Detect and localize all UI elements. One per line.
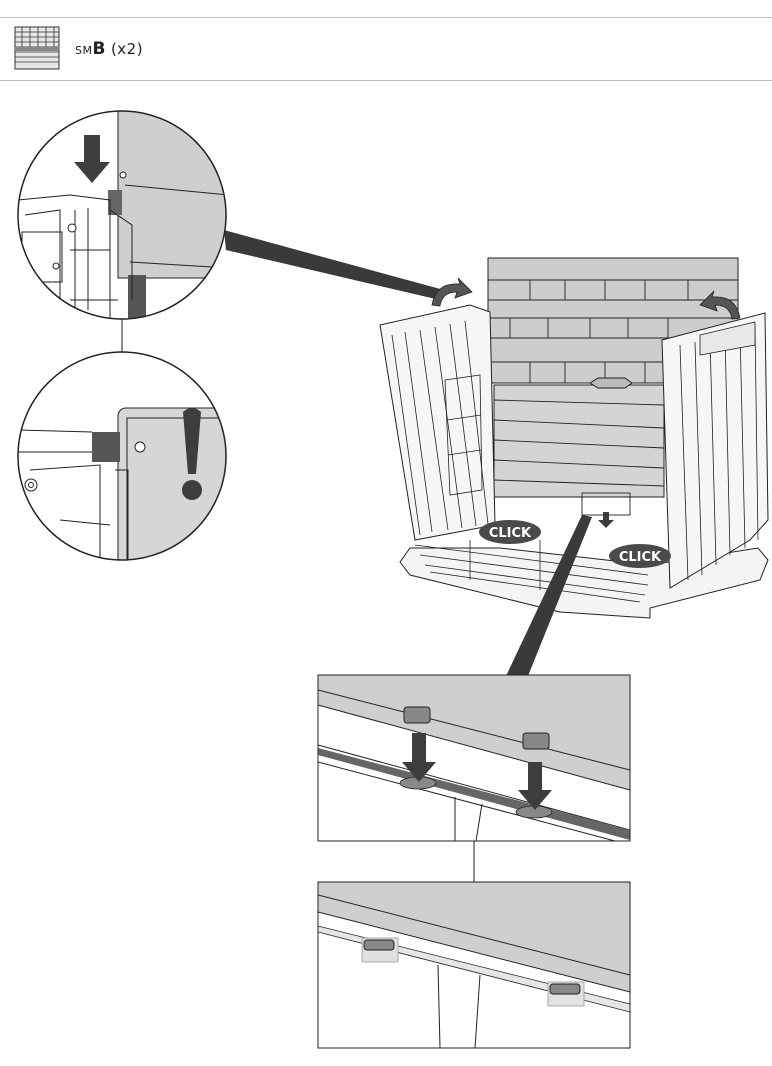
warning-exclamation-icon xyxy=(182,408,202,500)
click-label-right: CLICK xyxy=(619,550,662,565)
part-quantity: (x2) xyxy=(110,40,144,58)
down-arrow-icon xyxy=(74,135,110,183)
shed-assembly xyxy=(379,257,769,619)
part-label: SMB(x2) xyxy=(75,39,143,59)
click-badge-right: CLICK xyxy=(609,544,671,568)
down-arrow-icon xyxy=(518,762,552,810)
rotate-arrow-right-icon xyxy=(699,290,741,320)
detail-pointer-bottom xyxy=(506,515,592,676)
small-down-arrow-icon xyxy=(598,512,614,528)
detail-pointer-top xyxy=(224,230,444,300)
click-label-left: CLICK xyxy=(489,526,532,541)
part-prefix: SM xyxy=(75,44,93,57)
rotate-arrow-left-icon xyxy=(431,277,473,307)
detail-circle-top xyxy=(18,111,226,319)
panel-part-icon xyxy=(14,26,60,70)
part-code: B xyxy=(92,39,106,59)
click-badge-left: CLICK xyxy=(479,520,541,544)
detail-box-1 xyxy=(318,675,630,841)
detail-box-2 xyxy=(318,882,630,1048)
down-arrow-icon xyxy=(402,733,436,782)
part-header: SMB(x2) xyxy=(0,17,772,81)
